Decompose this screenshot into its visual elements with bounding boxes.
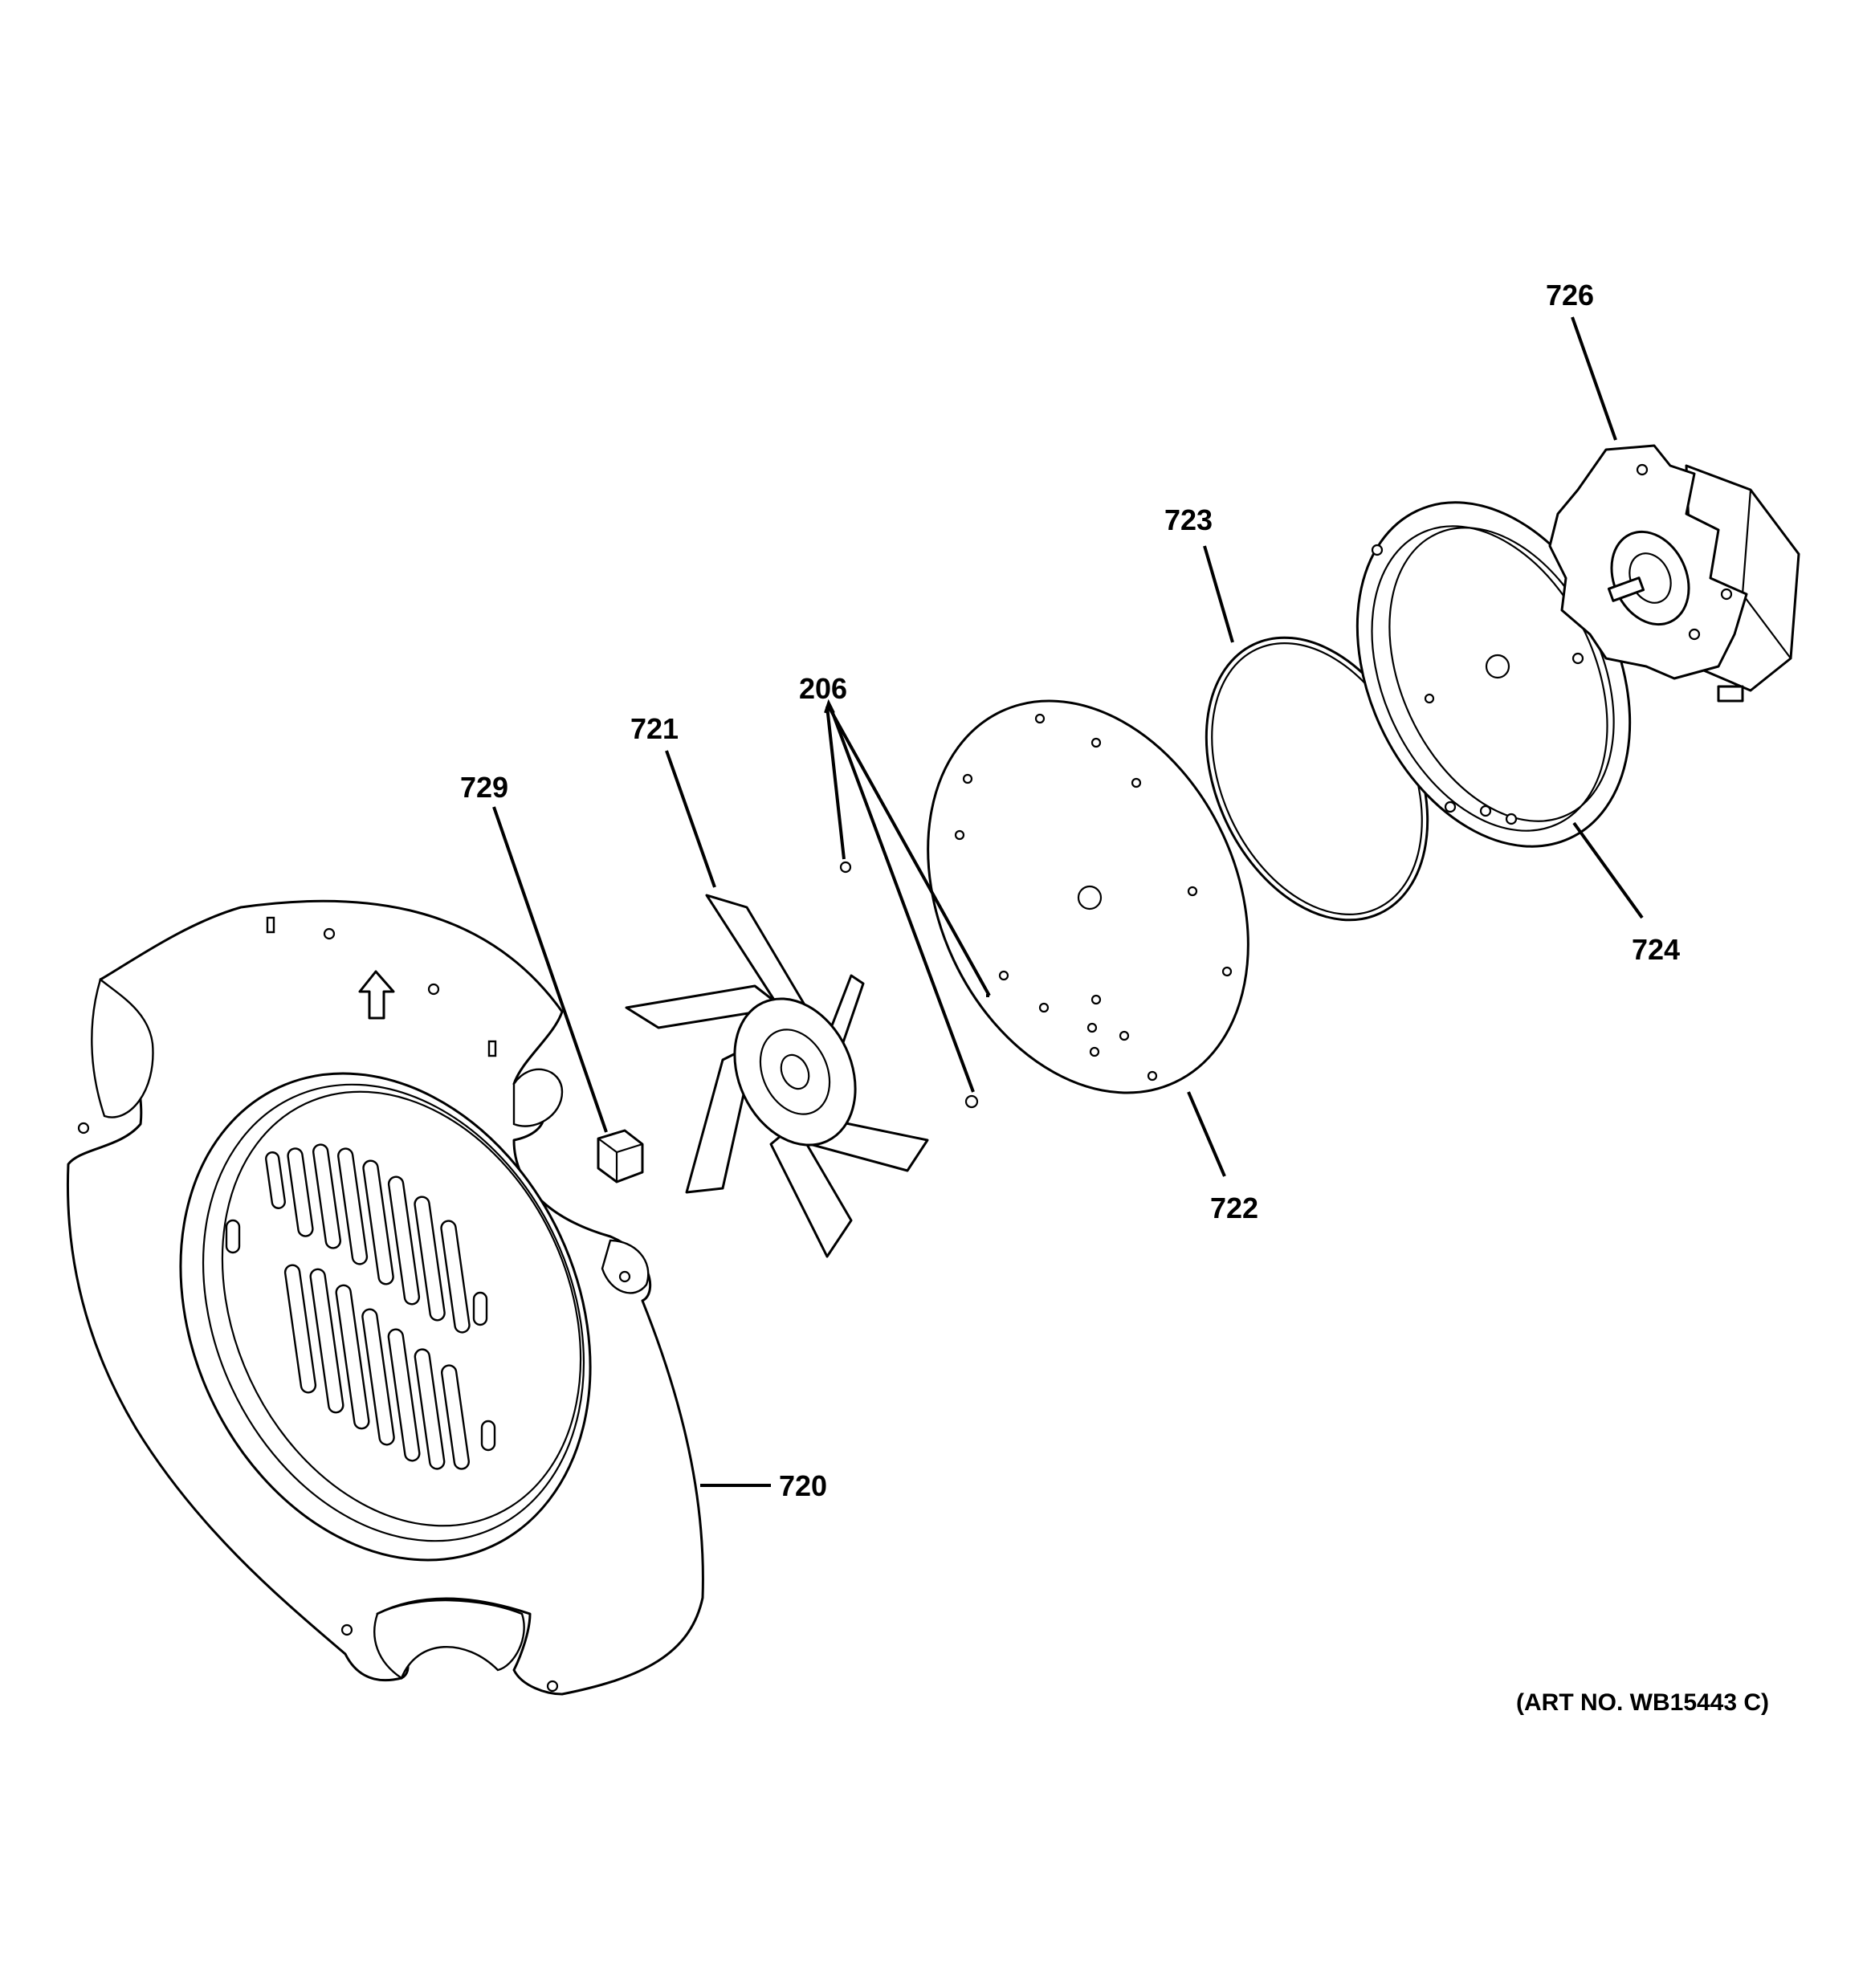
callout-722: 722 xyxy=(1210,1192,1258,1224)
part-720-fan-cover xyxy=(67,899,704,1696)
callout-206: 206 xyxy=(799,672,847,705)
callout-720: 720 xyxy=(779,1469,827,1502)
part-721-fan-blade xyxy=(625,894,929,1258)
art-number: (ART NO. WB15443 C) xyxy=(1516,1689,1769,1716)
part-722-back-plate xyxy=(927,699,1249,1094)
callout-724: 724 xyxy=(1632,933,1680,966)
up-arrow-icon xyxy=(358,970,395,1020)
grille-slots xyxy=(225,1143,496,1470)
callout-726: 726 xyxy=(1546,279,1594,312)
part-726-fan-motor xyxy=(1548,444,1800,703)
callout-721: 721 xyxy=(630,712,679,745)
callout-723: 723 xyxy=(1164,503,1213,536)
callout-labels: 726 723 206 721 729 724 722 720 (ART NO.… xyxy=(460,279,1769,1716)
part-729-nut xyxy=(597,1129,644,1183)
leader-lines xyxy=(492,316,1644,1487)
callout-729: 729 xyxy=(460,771,508,804)
